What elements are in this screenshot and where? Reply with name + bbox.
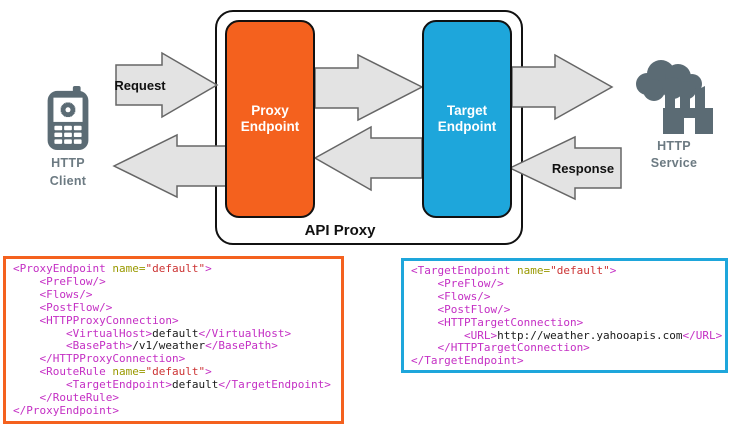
code-line: </ProxyEndpoint> — [13, 403, 119, 417]
code-line: <TargetEndpoint name="default"> — [411, 264, 617, 277]
code-line: <BasePath>/v1/weather</BasePath> — [13, 339, 278, 353]
request-arrow-icon — [115, 51, 219, 119]
target-to-service-arrow-icon — [511, 53, 614, 121]
proxy-to-target-arrow-icon — [314, 53, 424, 122]
target-endpoint-label-line2: Endpoint — [437, 119, 497, 134]
request-label: Request — [114, 78, 166, 93]
http-service-node: HTTP Service — [622, 58, 726, 170]
api-proxy-label: API Proxy — [304, 222, 376, 239]
proxy-endpoint-box: Proxy Endpoint — [225, 20, 315, 218]
proxy-endpoint-xml-code: <ProxyEndpoint name="default"> <PreFlow/… — [3, 256, 344, 424]
code-line: <URL>http://weather.yahooapis.com</URL> — [411, 328, 723, 342]
factory-cloud-icon — [635, 60, 713, 134]
http-client-label-line1: HTTP — [51, 156, 85, 170]
code-line: <VirtualHost>default</VirtualHost> — [13, 326, 292, 340]
code-line: </HTTPProxyConnection> — [13, 352, 186, 366]
code-line: <ProxyEndpoint name="default"> — [13, 262, 212, 275]
flow-arrows-layer — [112, 51, 622, 201]
code-line: <TargetEndpoint>default</TargetEndpoint> — [13, 378, 331, 392]
code-line: <PostFlow/> — [411, 302, 511, 316]
code-line: </HTTPTargetConnection> — [411, 341, 590, 355]
client-response-arrow-icon — [112, 133, 227, 199]
api-proxy-container — [215, 10, 523, 245]
proxy-endpoint-label-line1: Proxy — [251, 103, 289, 118]
http-client-label-line2: Client — [49, 174, 87, 188]
code-line: <PreFlow/> — [13, 274, 106, 288]
response-arrow-icon — [508, 135, 622, 201]
response-label: Response — [551, 161, 615, 176]
code-line: <Flows/> — [13, 287, 93, 301]
mobile-phone-icon — [47, 86, 89, 151]
code-line: <Flows/> — [411, 289, 491, 303]
target-to-proxy-arrow-icon — [313, 125, 423, 192]
code-line: <PostFlow/> — [13, 300, 113, 314]
proxy-endpoint-label-line2: Endpoint — [240, 119, 300, 134]
http-service-label-line2: Service — [650, 156, 698, 170]
code-line: <RouteRule name="default"> — [13, 365, 212, 379]
code-line: <PreFlow/> — [411, 276, 504, 290]
target-endpoint-label-line1: Target — [446, 103, 488, 118]
code-line: </TargetEndpoint> — [411, 354, 524, 368]
code-line: </RouteRule> — [13, 391, 119, 405]
target-endpoint-xml-code: <TargetEndpoint name="default"> <PreFlow… — [401, 258, 728, 373]
code-line: <HTTPProxyConnection> — [13, 313, 179, 327]
http-client-node: HTTP Client — [28, 86, 108, 188]
http-service-label-line1: HTTP — [657, 139, 691, 153]
target-endpoint-box: Target Endpoint — [422, 20, 512, 218]
code-line: <HTTPTargetConnection> — [411, 315, 584, 329]
